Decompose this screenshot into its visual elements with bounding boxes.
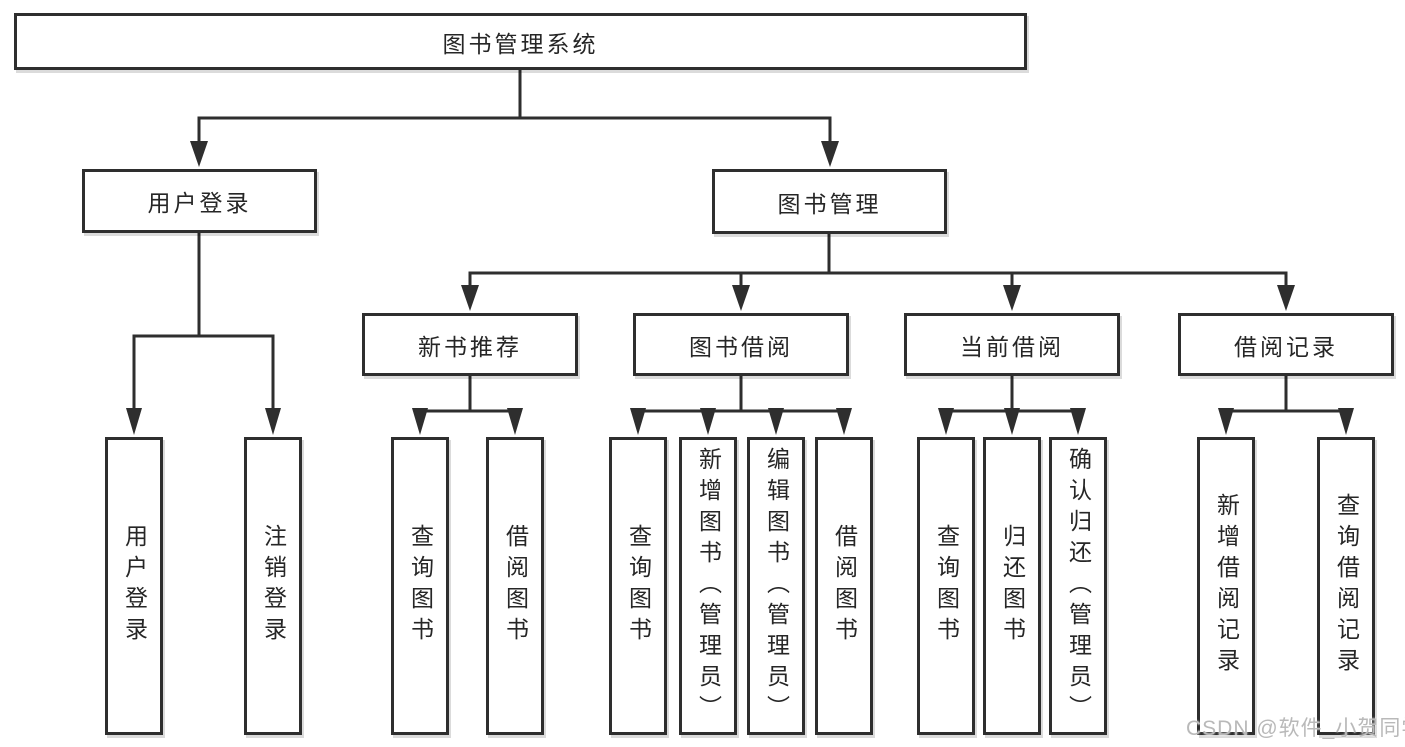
leaf-query-books-borrow: 查询图书	[609, 437, 667, 735]
node-book-borrow: 图书借阅	[633, 313, 849, 376]
node-label: 图书管理	[777, 190, 882, 217]
node-label: 用户登录	[147, 190, 252, 216]
node-user-login-group: 用户登录	[82, 169, 317, 233]
arrowheads	[126, 141, 1354, 435]
node-label: 借阅图书	[831, 524, 858, 648]
tree-branch-lines	[132, 70, 1346, 413]
node-root-system: 图书管理系统	[14, 13, 1027, 70]
node-label: 新增借阅记录	[1213, 493, 1240, 679]
node-label: 查询图书	[625, 524, 652, 648]
node-label: 查询图书	[407, 524, 434, 648]
node-label: 归还图书	[999, 524, 1026, 648]
node-label: 当前借阅	[960, 333, 1064, 360]
node-borrow-records: 借阅记录	[1178, 313, 1394, 376]
leaf-borrow-books: 借阅图书	[815, 437, 873, 735]
node-label: 新书推荐	[418, 333, 522, 360]
node-label: 确认归还（管理员）	[1065, 446, 1092, 726]
leaf-query-books-recommend: 查询图书	[391, 437, 449, 735]
node-label: 图书管理系统	[442, 30, 599, 57]
leaf-edit-book-admin: 编辑图书（管理员）	[747, 437, 805, 735]
node-label: 查询图书	[933, 524, 960, 648]
node-label: 查询借阅记录	[1333, 493, 1360, 679]
node-label: 注销登录	[260, 524, 287, 648]
node-label: 编辑图书（管理员）	[763, 446, 790, 726]
leaf-borrow-books-recommend: 借阅图书	[486, 437, 544, 735]
leaf-add-borrow-record: 新增借阅记录	[1197, 437, 1255, 735]
node-label: 借阅记录	[1234, 333, 1338, 360]
node-book-management: 图书管理	[712, 169, 947, 234]
node-label: 借阅图书	[502, 524, 529, 648]
node-label: 用户登录	[121, 524, 148, 648]
leaf-add-book-admin: 新增图书（管理员）	[679, 437, 737, 735]
node-label: 图书借阅	[689, 333, 793, 360]
leaf-query-borrow-record: 查询借阅记录	[1317, 437, 1375, 735]
leaf-logout: 注销登录	[244, 437, 302, 735]
leaf-user-login: 用户登录	[105, 437, 163, 735]
leaf-confirm-return-admin: 确认归还（管理员）	[1049, 437, 1107, 735]
node-label: 新增图书（管理员）	[695, 446, 722, 726]
node-current-borrow: 当前借阅	[904, 313, 1120, 376]
leaf-return-book: 归还图书	[983, 437, 1041, 735]
node-new-book-recommend: 新书推荐	[362, 313, 578, 376]
leaf-query-books-current: 查询图书	[917, 437, 975, 735]
csdn-watermark: CSDN @软件_小贺同学	[1186, 717, 1405, 740]
